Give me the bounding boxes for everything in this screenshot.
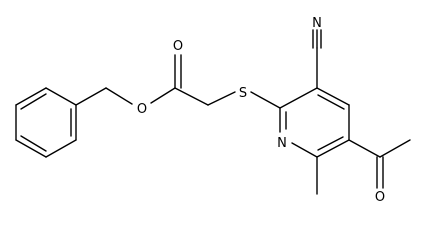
bond-benzene-1 <box>45 87 77 106</box>
atom-pyridine-nitrogen: N <box>277 136 287 151</box>
bond-pyr-1 <box>279 87 318 109</box>
nitrile-group <box>312 29 322 89</box>
bond-pyr-2 <box>316 87 350 106</box>
bond-benzene-6 <box>15 87 47 106</box>
atom-sulfur: S <box>239 86 247 101</box>
bond-benzene-3 <box>45 139 77 158</box>
pyridine-ring <box>279 87 350 158</box>
benzene-ring <box>15 87 77 158</box>
molecule-structure: O O S N N O <box>15 16 411 205</box>
acetyl-group <box>348 139 411 189</box>
bond-ch2-o <box>105 87 133 105</box>
bond-benzene-4-inner <box>20 135 47 152</box>
bond-pyr-4-inner <box>317 136 344 151</box>
bond-ring-ch2 <box>75 87 107 106</box>
atom-acetyl-oxygen: O <box>375 190 385 205</box>
bond-ch2-s <box>207 91 236 106</box>
atom-ester-oxygen: O <box>137 102 147 117</box>
bond-carbonyl-ch2 <box>174 87 209 106</box>
bond-acetyl-methyl <box>379 139 411 158</box>
bond-o-carbonyl <box>150 87 176 104</box>
bond-pyr-4 <box>316 139 350 158</box>
bond-pyr-2-inner <box>317 94 345 110</box>
bond-benzene-4 <box>15 139 47 158</box>
bond-benzene-6-inner <box>20 93 47 110</box>
ester-chain <box>75 54 281 109</box>
bond-acetyl-c <box>348 139 381 158</box>
bond-s-pyridine <box>250 91 281 109</box>
bond-pyr-5 <box>291 142 318 158</box>
atom-carbonyl-oxygen: O <box>173 39 183 54</box>
atom-nitrile-nitrogen: N <box>312 16 322 31</box>
molecule-canvas: O O S N N O <box>15 16 411 205</box>
